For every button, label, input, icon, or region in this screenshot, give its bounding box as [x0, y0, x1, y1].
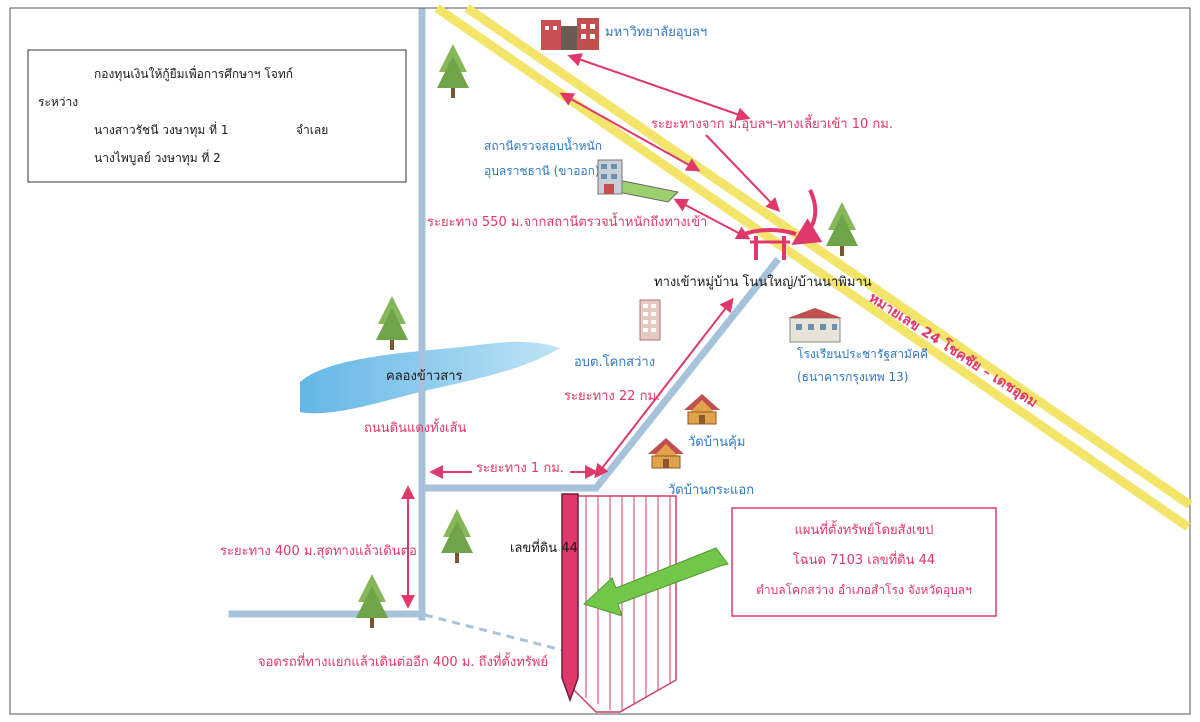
infobox-location: ตำบลโคกสว่าง อำเภอสำโรง จังหวัดอุบลฯ: [756, 583, 972, 598]
temple-icon: [648, 438, 684, 469]
distance-550-label: ระยะทาง 550 ม.จากสถานีตรวจน้ำหนักถึงทางเ…: [427, 212, 707, 230]
land-plot: [563, 495, 677, 713]
distance-400m-label: ระยะทาง 400 ม.สุดทางแล้วเดินต่อ: [220, 544, 417, 559]
tree-icon: [826, 202, 858, 256]
tree-icon: [437, 44, 469, 98]
property-info-box: แผนที่ตั้งทรัพย์โดยสังเขป โฉนด 7103 เลขท…: [731, 507, 997, 617]
green-pointer-arrow-icon: [583, 547, 729, 617]
legend-between-line: ระหว่าง: [38, 95, 78, 109]
distance-arrow-22km: [594, 297, 734, 479]
temple-label-2: วัดบ้านกระแอก: [668, 483, 754, 498]
distance-1km-bg: [472, 457, 570, 477]
university-buildings-icon: [541, 18, 599, 50]
canal-label: คลองข้าวสาร: [386, 369, 463, 384]
trees: [356, 44, 858, 628]
weigh-station-label-1: สถานีตรวจสอบน้ำหนัก: [484, 137, 602, 153]
school-label-1: โรงเรียนประชารัฐสามัคคี: [797, 347, 928, 361]
distance-arrow-university: [567, 53, 751, 121]
turn-arrow-icon: [791, 189, 823, 245]
university-label: มหาวิทยาลัยอุบลฯ: [605, 25, 707, 40]
legend-plaintiff-line: กองทุนเงินให้กู้ยืมเพื่อการศึกษาฯ โจทก์: [94, 65, 293, 82]
tao-label: อบต.โคกสว่าง: [574, 354, 655, 370]
legend-defendant-2: นางไพบูลย์ วงษาทุม ที่ 2: [94, 149, 221, 166]
distance-university-label: ระยะทางจาก ม.อุบลฯ-ทางเลี้ยวเข้า 10 กม.: [651, 114, 893, 132]
village-entrance-label: ทางเข้าหมู่บ้าน โนนใหญ่/บ้านนาพิมาน: [654, 274, 872, 290]
laterite-road-label: ถนนดินแดงทั้งเส้น: [364, 418, 466, 436]
walking-path: [424, 613, 563, 652]
plot-number-label: เลขที่ดิน 44: [510, 539, 578, 556]
village-gate-icon: [743, 228, 797, 260]
legend-defendant-1: นางสาวรัชนี วงษาทุม ที่ 1: [94, 121, 228, 138]
case-legend-box: กองทุนเงินให้กู้ยืมเพื่อการศึกษาฯ โจทก์ …: [27, 49, 407, 183]
school-icon: [788, 308, 842, 343]
school-label-2: (ธนาคารกรุงเทพ 13): [797, 370, 908, 385]
tao-office-icon: [639, 299, 661, 341]
target-plot-44: [561, 493, 579, 703]
distance-1km-label: ระยะทาง 1 กม.: [476, 461, 564, 476]
canal-khlong-khaosan: [300, 341, 560, 414]
infobox-deed: โฉนด 7103 เลขที่ดิน 44: [793, 551, 935, 568]
distance-arrow-gate: [705, 134, 780, 213]
distance-arrow-550: [673, 198, 751, 240]
temple-label-1: วัดบ้านคุ้ม: [688, 435, 745, 450]
legend-defendant-label: จำเลย: [296, 123, 328, 137]
parking-note-label: จอดรถที่ทางแยกแล้วเดินต่ออีก 400 ม. ถึงท…: [258, 652, 548, 670]
distance-22km-label: ระยะทาง 22 กม.: [564, 389, 660, 404]
infobox-title: แผนที่ตั้งทรัพย์โดยสังเขป: [795, 520, 934, 538]
tree-icon: [356, 574, 388, 628]
weigh-station-label-2: อุบลราชธานี (ขาออก): [484, 164, 600, 179]
tree-icon: [376, 296, 408, 350]
temple-icon: [684, 394, 720, 425]
distance-arrow-highway: [559, 92, 701, 172]
tree-icon: [441, 509, 473, 563]
